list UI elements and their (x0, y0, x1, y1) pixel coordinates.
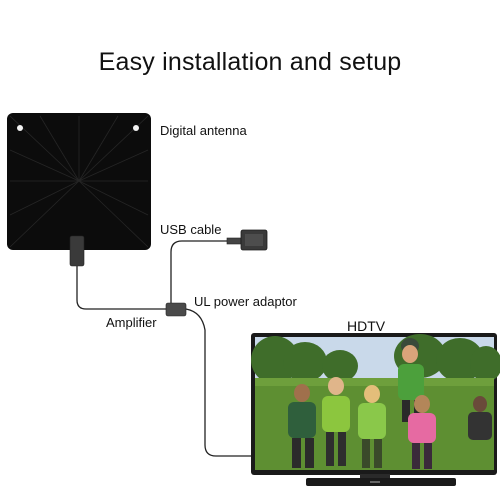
amplifier (165, 302, 187, 317)
mount-hole-right (133, 125, 139, 131)
digital-antenna (7, 113, 151, 267)
children-figures (288, 338, 492, 469)
label-digital-antenna: Digital antenna (160, 123, 247, 138)
cables (76, 240, 270, 457)
label-amplifier: Amplifier (106, 315, 157, 330)
page-title: Easy installation and setup (98, 48, 402, 76)
power-adaptor (226, 229, 268, 251)
label-hdtv: HDTV (347, 318, 386, 334)
mount-hole-left (17, 125, 23, 131)
label-power-adaptor: UL power adaptor (194, 294, 297, 309)
hdtv (251, 333, 500, 486)
label-usb-cable: USB cable (160, 222, 222, 237)
